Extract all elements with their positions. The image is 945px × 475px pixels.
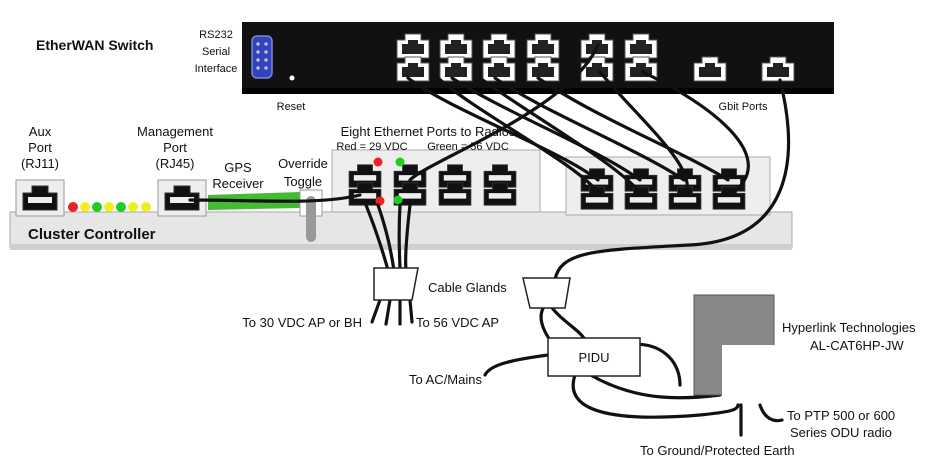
aux-label-1: Aux xyxy=(29,124,52,139)
cable xyxy=(493,76,686,182)
rs232-connector-icon xyxy=(251,35,273,79)
override-toggle-icon xyxy=(306,196,316,242)
indicator-red xyxy=(375,196,385,206)
to-ptp-label-1: To PTP 500 or 600 xyxy=(787,408,895,423)
gps-label-2: Receiver xyxy=(212,176,264,191)
cable xyxy=(539,303,722,400)
mgmt-label-3: (RJ45) xyxy=(155,156,194,171)
to-ptp-label-2: Series ODU radio xyxy=(790,425,892,440)
to-56vdc-label: To 56 VDC AP xyxy=(416,315,499,330)
eight-ports-label: Eight Ethernet Ports to Radios xyxy=(341,124,516,139)
led-green xyxy=(116,202,126,212)
cable xyxy=(436,76,602,197)
hyperlink-label-2: AL-CAT6HP-JW xyxy=(810,338,904,353)
pidu-box xyxy=(547,337,641,377)
cable xyxy=(483,353,550,377)
cable xyxy=(188,193,362,203)
cable-gland-left xyxy=(373,267,419,301)
cable-gland-right xyxy=(522,277,571,309)
cable xyxy=(376,203,396,272)
switch-title: EtherWAN Switch xyxy=(36,37,153,53)
led-yellow xyxy=(128,202,138,212)
override-label-1: Override xyxy=(278,156,328,171)
red-voltage-label: Red = 29 VDC xyxy=(336,141,407,153)
cable xyxy=(571,373,740,419)
cable-glands-label: Cable Glands xyxy=(428,280,507,295)
cable xyxy=(548,303,587,342)
to-30vdc-label: To 30 VDC AP or BH xyxy=(242,315,362,330)
indicator-green xyxy=(395,157,405,167)
green-voltage-label: Green = 56 VDC xyxy=(427,141,509,153)
rs232-label-3: Interface xyxy=(195,63,238,75)
cable xyxy=(598,70,689,197)
gps-label-1: GPS xyxy=(224,160,252,175)
pidu-label: PIDU xyxy=(578,350,609,365)
indicator-red xyxy=(373,157,383,167)
led-yellow xyxy=(141,202,151,212)
cable xyxy=(450,76,642,182)
controller-title: Cluster Controller xyxy=(28,226,156,243)
status-leds xyxy=(68,202,151,212)
cable xyxy=(408,43,600,182)
cables xyxy=(188,43,790,437)
gbit-ports-label: Gbit Ports xyxy=(719,101,768,113)
to-ac-mains-label: To AC/Mains xyxy=(409,372,482,387)
led-green xyxy=(92,202,102,212)
indicator-green xyxy=(393,195,403,205)
led-yellow xyxy=(80,202,90,212)
reset-button xyxy=(289,75,295,81)
rs232-label-1: RS232 xyxy=(199,29,233,41)
cable xyxy=(641,70,750,197)
led-yellow xyxy=(104,202,114,212)
reset-label: Reset xyxy=(277,101,306,113)
override-label-2: Toggle xyxy=(284,174,322,189)
etherwan-switch xyxy=(242,22,834,94)
mgmt-label-1: Management xyxy=(137,124,213,139)
cable xyxy=(404,203,412,272)
to-ground-label: To Ground/Protected Earth xyxy=(640,443,795,458)
cable xyxy=(370,298,382,324)
cable xyxy=(406,76,600,182)
led-red xyxy=(68,202,78,212)
cable xyxy=(478,76,644,197)
cable xyxy=(536,76,730,182)
rs232-label-2: Serial xyxy=(202,46,230,58)
cable xyxy=(408,298,414,324)
aux-label-3: (RJ11) xyxy=(21,156,59,171)
cable xyxy=(397,203,402,272)
cable xyxy=(384,298,392,326)
cable xyxy=(364,203,390,272)
hyperlink-label-1: Hyperlink Technologies xyxy=(782,320,916,335)
mgmt-label-2: Port xyxy=(163,140,187,155)
cable xyxy=(758,403,784,423)
cable xyxy=(553,78,790,282)
aux-label-2: Port xyxy=(28,140,52,155)
